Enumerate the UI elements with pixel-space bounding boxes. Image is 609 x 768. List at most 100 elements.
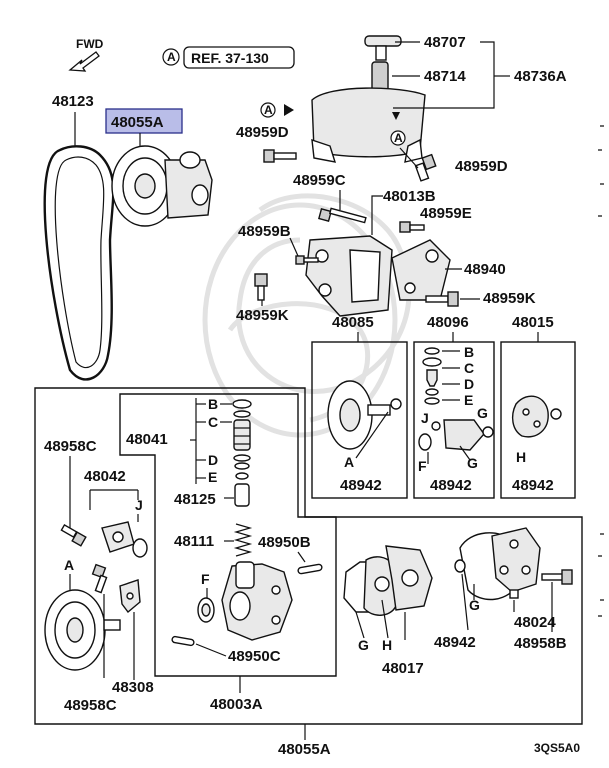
kit-box-48085 [311,341,408,499]
part-48942-c-label[interactable]: 48942 [512,477,554,494]
part-48950B-label[interactable]: 48950B [258,534,311,551]
cover-48017 [343,545,433,616]
part-48940-label[interactable]: 48940 [464,261,506,278]
part-48055A-bottom-label[interactable]: 48055A [278,741,331,758]
part-48942-b-label[interactable]: 48942 [430,477,472,494]
part-48959C-top-label[interactable]: 48959C [293,172,346,189]
svg-text:H: H [516,449,526,465]
drive-belt [43,145,115,381]
housing-48024 [459,527,541,601]
bolt-48958B [541,569,573,585]
part-48958B-label[interactable]: 48958B [514,635,567,652]
long-bolt-48959C [318,207,367,224]
pump-body-48003A [221,561,293,641]
assembly-box-48003A [119,393,337,677]
highlighted-part-box[interactable] [105,108,183,134]
svg-text:A: A [394,131,403,145]
fwd-label: FWD [76,37,104,51]
fitting-48042 [101,521,148,558]
svg-text:A: A [264,103,273,117]
part-48024-label[interactable]: 48024 [514,614,556,631]
bolt-48958C-top [60,523,87,547]
part-48013B-label[interactable]: 48013B [383,188,436,205]
power-steering-pump-top [111,145,213,227]
part-48950C-label[interactable]: 48950C [228,648,281,665]
part-48308-label[interactable]: 48308 [112,679,154,696]
svg-text:H: H [382,637,392,653]
part-48736A-label[interactable]: 48736A [514,68,567,85]
bolt-48959D-left [263,149,297,163]
part-48042-label[interactable]: 48042 [84,468,126,485]
assembly-box-48055A [34,387,583,725]
pulley-48085 [327,380,402,450]
svg-text:J: J [135,497,143,513]
part-48041-label[interactable]: 48041 [126,431,168,448]
reference-marker[interactable]: A REF. 37-130 [162,46,295,69]
flow-arrow-left-icon: A [260,102,294,118]
kit-box-48096 [413,341,495,499]
part-48111-label[interactable]: 48111 [174,533,214,550]
part-48959K-right-label[interactable]: 48959K [483,290,536,307]
reservoir-assembly [311,35,426,163]
seal-plate-48015 [511,395,562,438]
svg-text:A: A [344,454,354,470]
part-48015-label[interactable]: 48015 [512,314,554,331]
forward-arrow-icon: FWD [68,37,104,72]
bracket-48308 [119,579,141,614]
part-48707-label[interactable]: 48707 [424,34,466,51]
svg-text:E: E [464,392,473,408]
bolt-48959K-left [254,273,268,301]
part-48055A-top-label[interactable]: 48055A [111,114,164,131]
seal-kit-48096 [418,347,494,451]
relief-valve-48041 [232,399,252,507]
svg-text:G: G [477,405,488,421]
diagram-code: 3QS5A0 [534,741,580,755]
part-48959D-right-label[interactable]: 48959D [455,158,508,175]
part-48959D-left-label[interactable]: 48959D [236,124,289,141]
part-48942-d-label[interactable]: 48942 [434,634,476,651]
part-48085-label[interactable]: 48085 [332,314,374,331]
svg-text:B: B [464,344,474,360]
part-48958C-bottom-label[interactable]: 48958C [64,697,117,714]
svg-text:G: G [469,597,480,613]
ref-text: REF. 37-130 [191,50,269,66]
pulley-bottom [44,589,121,671]
svg-text:J: J [421,410,429,426]
pin-48950C [171,635,195,647]
o-ring-48942-d [454,559,466,573]
bolt-48958C-bottom [91,563,108,594]
part-48123-label[interactable]: 48123 [52,93,94,110]
edge-ticks [598,125,604,617]
spring-48111 [233,523,253,557]
part-48003A-label[interactable]: 48003A [210,696,263,713]
svg-text:G: G [358,637,369,653]
svg-text:D: D [208,452,218,468]
part-48942-a-label[interactable]: 48942 [340,477,382,494]
svg-text:E: E [208,469,217,485]
pump-bracket [305,235,451,317]
part-48125-label[interactable]: 48125 [174,491,216,508]
ref-marker-letter: A [167,50,176,64]
svg-text:D: D [464,376,474,392]
flow-arrow-down-icon: A [390,112,406,146]
kit-box-48015 [500,341,576,499]
bolt-48959K-right [425,291,459,307]
part-48959K-left-label[interactable]: 48959K [236,307,289,324]
part-48959E-label[interactable]: 48959E [420,205,472,222]
part-48096-label[interactable]: 48096 [427,314,469,331]
part-48714-label[interactable]: 48714 [424,68,466,85]
seal-F [197,597,215,623]
part-48959B-label[interactable]: 48959B [238,223,291,240]
svg-text:F: F [418,458,427,474]
svg-text:G: G [467,455,478,471]
svg-text:C: C [464,360,474,376]
circle-a-icon [162,48,180,66]
part-48958C-top-label[interactable]: 48958C [44,438,97,455]
svg-text:C: C [208,414,218,430]
bolt-48959E [399,221,425,233]
svg-text:A: A [64,557,74,573]
pin-48950B [297,563,323,575]
bolt-48959B [295,255,319,265]
part-48017-label[interactable]: 48017 [382,660,424,677]
